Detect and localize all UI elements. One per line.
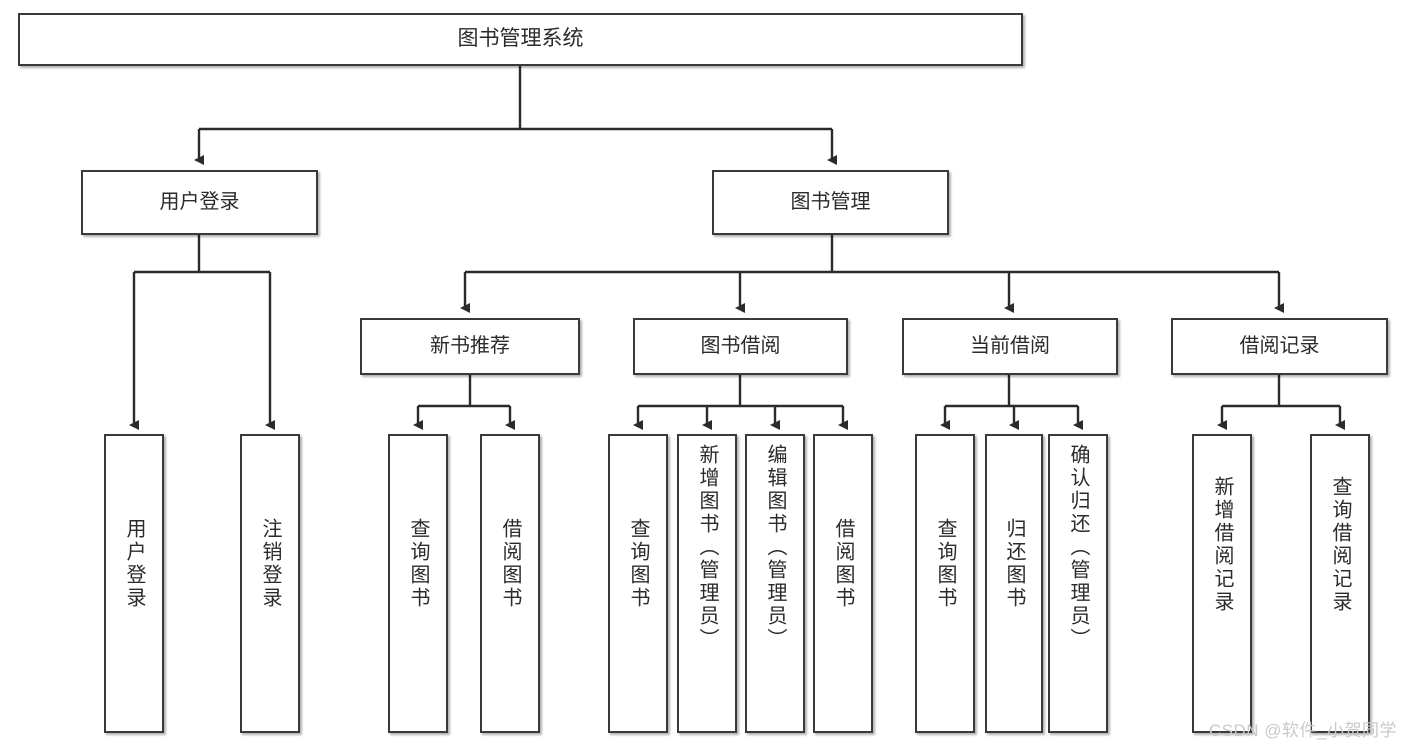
node-leaf-query-book-1-label: 查询图书 [407,518,429,610]
node-current-borrow[interactable]: 当前借阅 [902,318,1118,375]
node-book-manage[interactable]: 图书管理 [712,170,949,235]
node-user-login-label: 用户登录 [159,191,240,213]
node-book-borrow-label: 图书借阅 [700,335,781,357]
node-root[interactable]: 图书管理系统 [18,13,1023,66]
node-leaf-user-login[interactable]: 用户登录 [104,434,164,733]
node-current-borrow-label: 当前借阅 [970,335,1050,357]
node-leaf-query-book-1[interactable]: 查询图书 [388,434,448,733]
node-leaf-query-record[interactable]: 查询借阅记录 [1310,434,1370,733]
node-leaf-borrow-book-1-label: 借阅图书 [499,518,521,610]
node-leaf-borrow-book-2[interactable]: 借阅图书 [813,434,873,733]
node-new-book-recommend[interactable]: 新书推荐 [360,318,580,375]
node-leaf-query-book-2-label: 查询图书 [627,518,649,610]
node-leaf-add-book-label: 新增图书（管理员） [696,444,718,651]
watermark: CSDN @软件_小贺同学 [1208,721,1397,740]
node-book-manage-label: 图书管理 [790,191,871,213]
node-root-label: 图书管理系统 [457,27,584,51]
node-borrow-record[interactable]: 借阅记录 [1171,318,1388,375]
node-borrow-record-label: 借阅记录 [1239,335,1320,357]
node-leaf-user-login-label: 用户登录 [123,518,145,610]
node-leaf-logout[interactable]: 注销登录 [240,434,300,733]
node-leaf-edit-book[interactable]: 编辑图书（管理员） [745,434,805,733]
node-leaf-return-book[interactable]: 归还图书 [985,434,1043,733]
node-leaf-add-record-label: 新增借阅记录 [1211,476,1233,614]
node-leaf-return-book-label: 归还图书 [1003,518,1025,610]
node-leaf-edit-book-label: 编辑图书（管理员） [764,444,786,651]
node-leaf-confirm-return-label: 确认归还（管理员） [1067,444,1089,651]
node-leaf-query-book-3[interactable]: 查询图书 [915,434,975,733]
node-leaf-borrow-book-2-label: 借阅图书 [832,518,854,610]
node-leaf-query-record-label: 查询借阅记录 [1329,476,1351,614]
node-leaf-query-book-2[interactable]: 查询图书 [608,434,668,733]
node-leaf-logout-label: 注销登录 [259,518,281,610]
node-book-borrow[interactable]: 图书借阅 [633,318,848,375]
node-new-book-recommend-label: 新书推荐 [430,335,510,357]
node-leaf-query-book-3-label: 查询图书 [934,518,956,610]
node-leaf-borrow-book-1[interactable]: 借阅图书 [480,434,540,733]
node-leaf-confirm-return[interactable]: 确认归还（管理员） [1048,434,1108,733]
node-leaf-add-record[interactable]: 新增借阅记录 [1192,434,1252,733]
node-user-login[interactable]: 用户登录 [81,170,318,235]
node-leaf-add-book[interactable]: 新增图书（管理员） [677,434,737,733]
